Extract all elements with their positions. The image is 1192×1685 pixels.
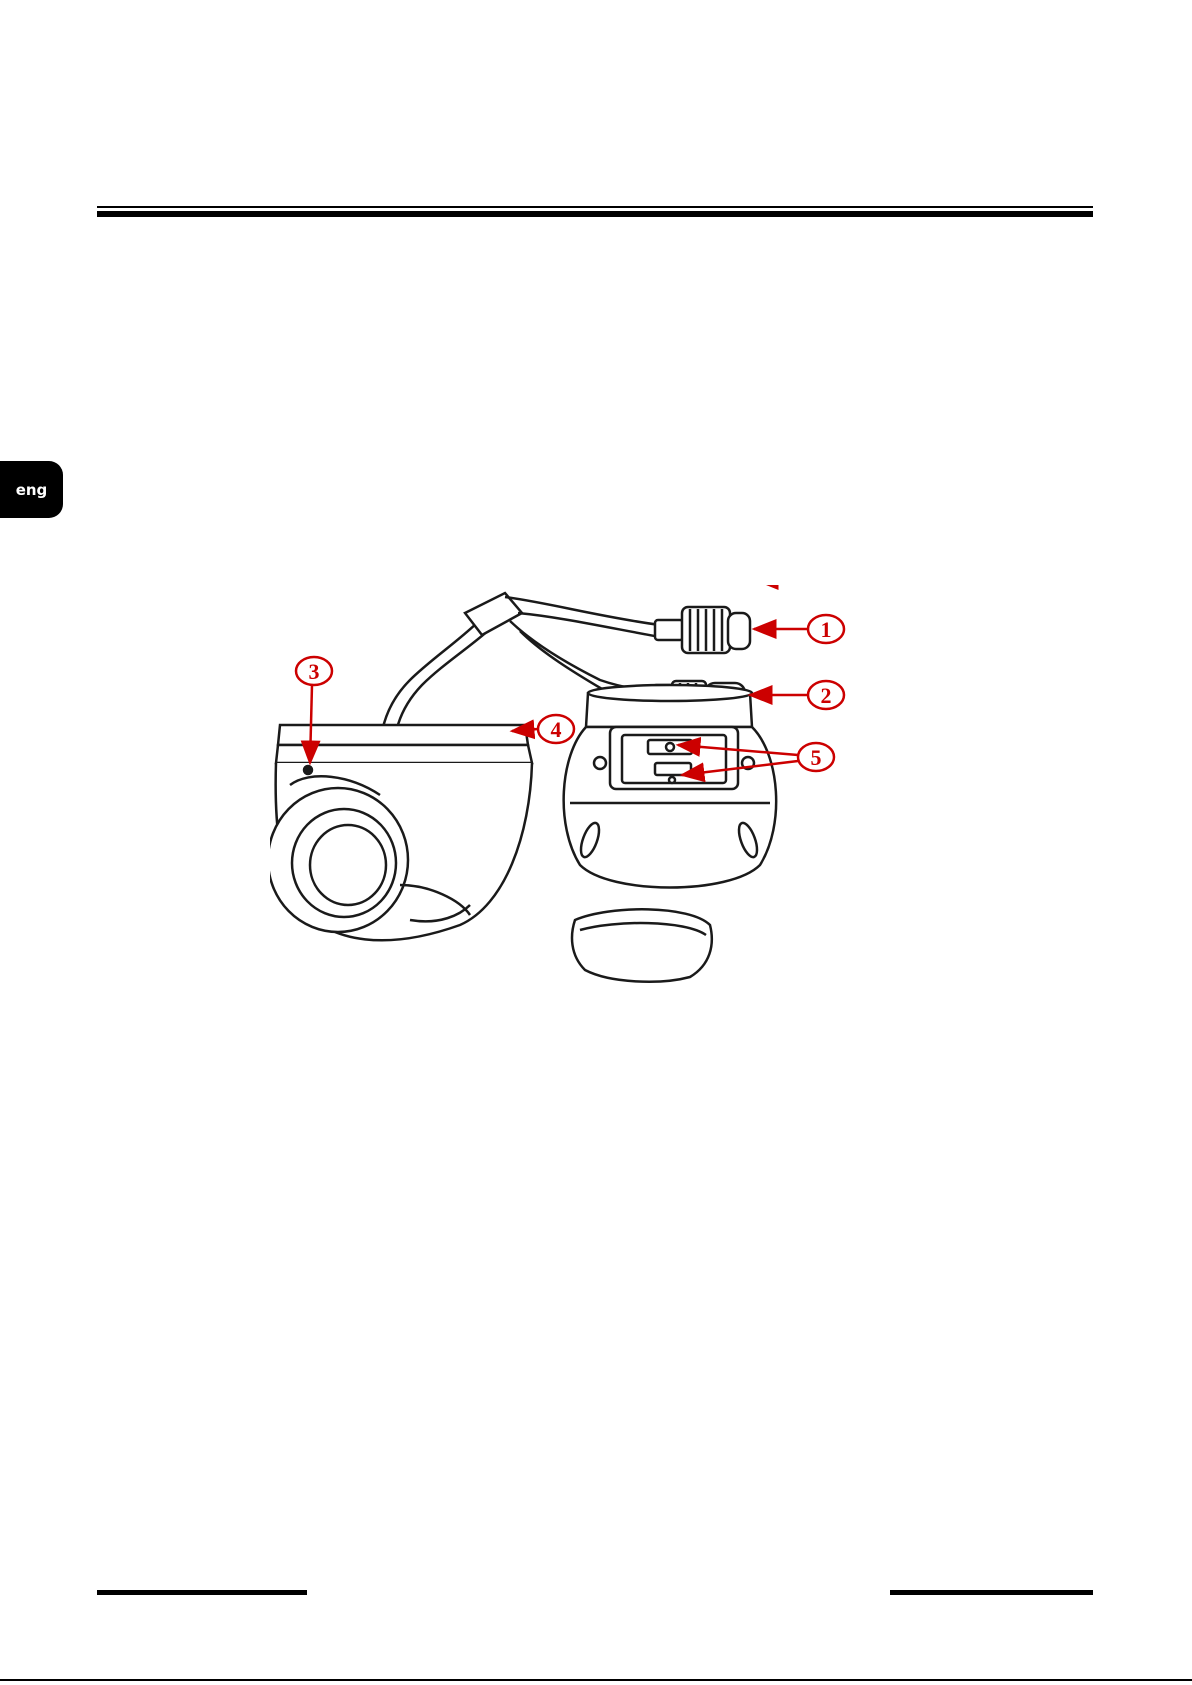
footer-rule-left (97, 1590, 307, 1595)
callout-2: 2 (808, 681, 844, 709)
callout-5: 5 (798, 743, 834, 771)
footer-rule-right (890, 1590, 1093, 1595)
rj45-connector (655, 607, 750, 653)
callout-3-number: 3 (309, 659, 320, 684)
callout-4: 4 (538, 715, 574, 743)
language-tab: eng (0, 461, 63, 518)
camera-diagram: 1 2 3 4 5 (270, 585, 930, 1055)
callout-3: 3 (296, 657, 332, 685)
header-rule (97, 206, 1093, 217)
callout-2-number: 2 (821, 683, 832, 708)
dome-cover-shell (572, 909, 712, 981)
callout-4-number: 4 (551, 717, 562, 742)
callout-5-number: 5 (811, 745, 822, 770)
header-rule-thin (97, 206, 1093, 208)
dome-base (564, 685, 777, 888)
header-rule-thick (97, 211, 1093, 217)
page-bottom-line (0, 1679, 1192, 1681)
language-tab-label: eng (16, 481, 48, 499)
callout-1-number: 1 (821, 617, 832, 642)
callout-1: 1 (808, 615, 844, 643)
